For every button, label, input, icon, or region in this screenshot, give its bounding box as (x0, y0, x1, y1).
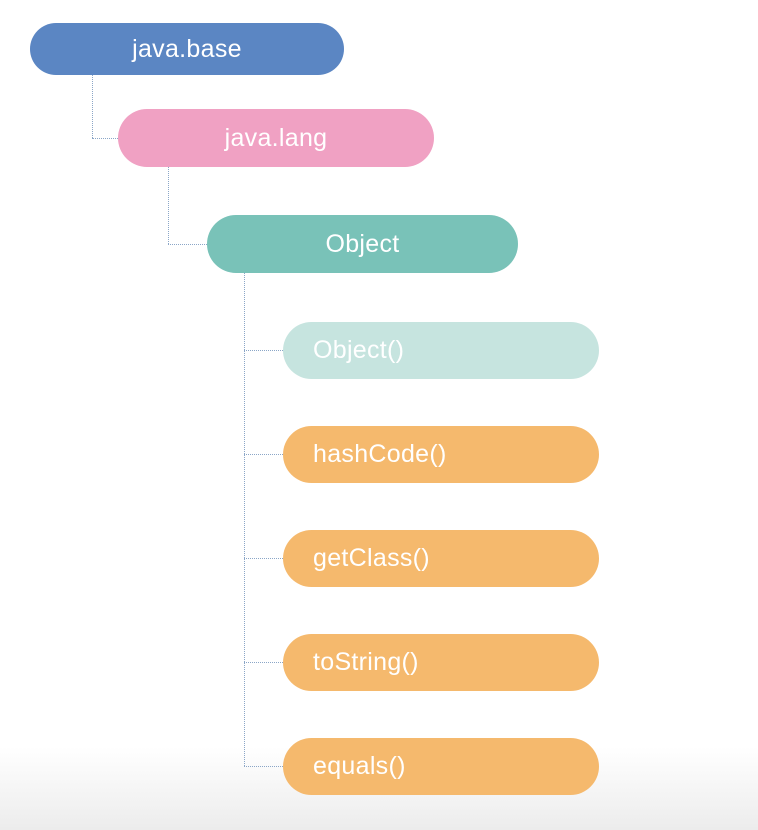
tree-node-getclass-method[interactable]: getClass() (283, 530, 599, 587)
connector-branch-object-constructor (244, 350, 283, 351)
connector-branch-tostring (244, 662, 283, 663)
connector-branch-getclass (244, 558, 283, 559)
tree-node-java-base[interactable]: java.base (30, 23, 344, 75)
connector-javalang-object-horizontal (168, 244, 207, 245)
connector-javalang-object-vertical (168, 167, 169, 244)
connector-javabase-javalang-vertical (92, 75, 93, 138)
tree-node-object-class[interactable]: Object (207, 215, 518, 273)
tree-node-equals-method[interactable]: equals() (283, 738, 599, 795)
connector-object-children-trunk (244, 273, 245, 766)
connector-javabase-javalang-horizontal (92, 138, 118, 139)
tree-node-object-constructor[interactable]: Object() (283, 322, 599, 379)
connector-branch-hashcode (244, 454, 283, 455)
connector-branch-equals (244, 766, 283, 767)
tree-node-hashcode-method[interactable]: hashCode() (283, 426, 599, 483)
tree-node-tostring-method[interactable]: toString() (283, 634, 599, 691)
tree-node-java-lang[interactable]: java.lang (118, 109, 434, 167)
